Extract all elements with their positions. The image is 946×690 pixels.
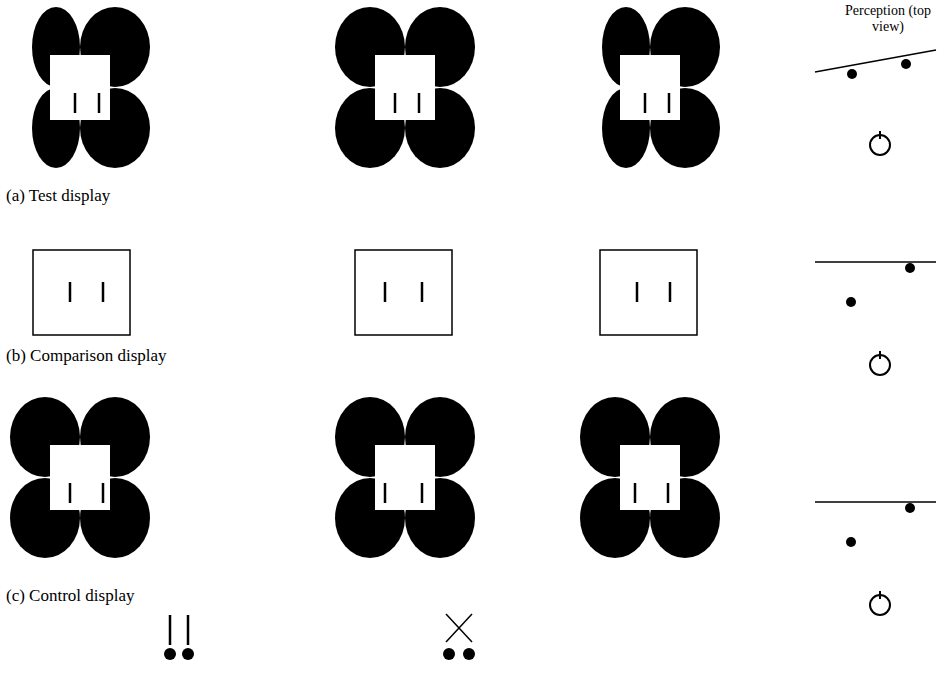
- kanizsa-square: [335, 7, 475, 168]
- kanizsa-square: [602, 7, 720, 168]
- panel-caption: (a) Test display: [6, 186, 306, 206]
- panel-caption: (b) Comparison display: [6, 346, 306, 366]
- outline-square: [33, 250, 697, 335]
- kanizsa-square: [10, 397, 150, 558]
- top-view-comparison: [815, 262, 936, 375]
- kanizsa-square: [335, 397, 475, 558]
- panel-caption: (c) Control display: [6, 586, 306, 606]
- probe-lines: [70, 282, 670, 302]
- probe-lines: [75, 93, 669, 113]
- kanizsa-square: [32, 7, 150, 168]
- top-view-test: [815, 50, 936, 155]
- top-view-control: [815, 502, 936, 615]
- probe-lines: [70, 483, 668, 503]
- perception-heading: Perception (top view): [836, 3, 940, 35]
- crossed-lines-symbol: [443, 614, 475, 660]
- kanizsa-square: [580, 397, 720, 558]
- parallel-lines-symbol: [164, 615, 194, 660]
